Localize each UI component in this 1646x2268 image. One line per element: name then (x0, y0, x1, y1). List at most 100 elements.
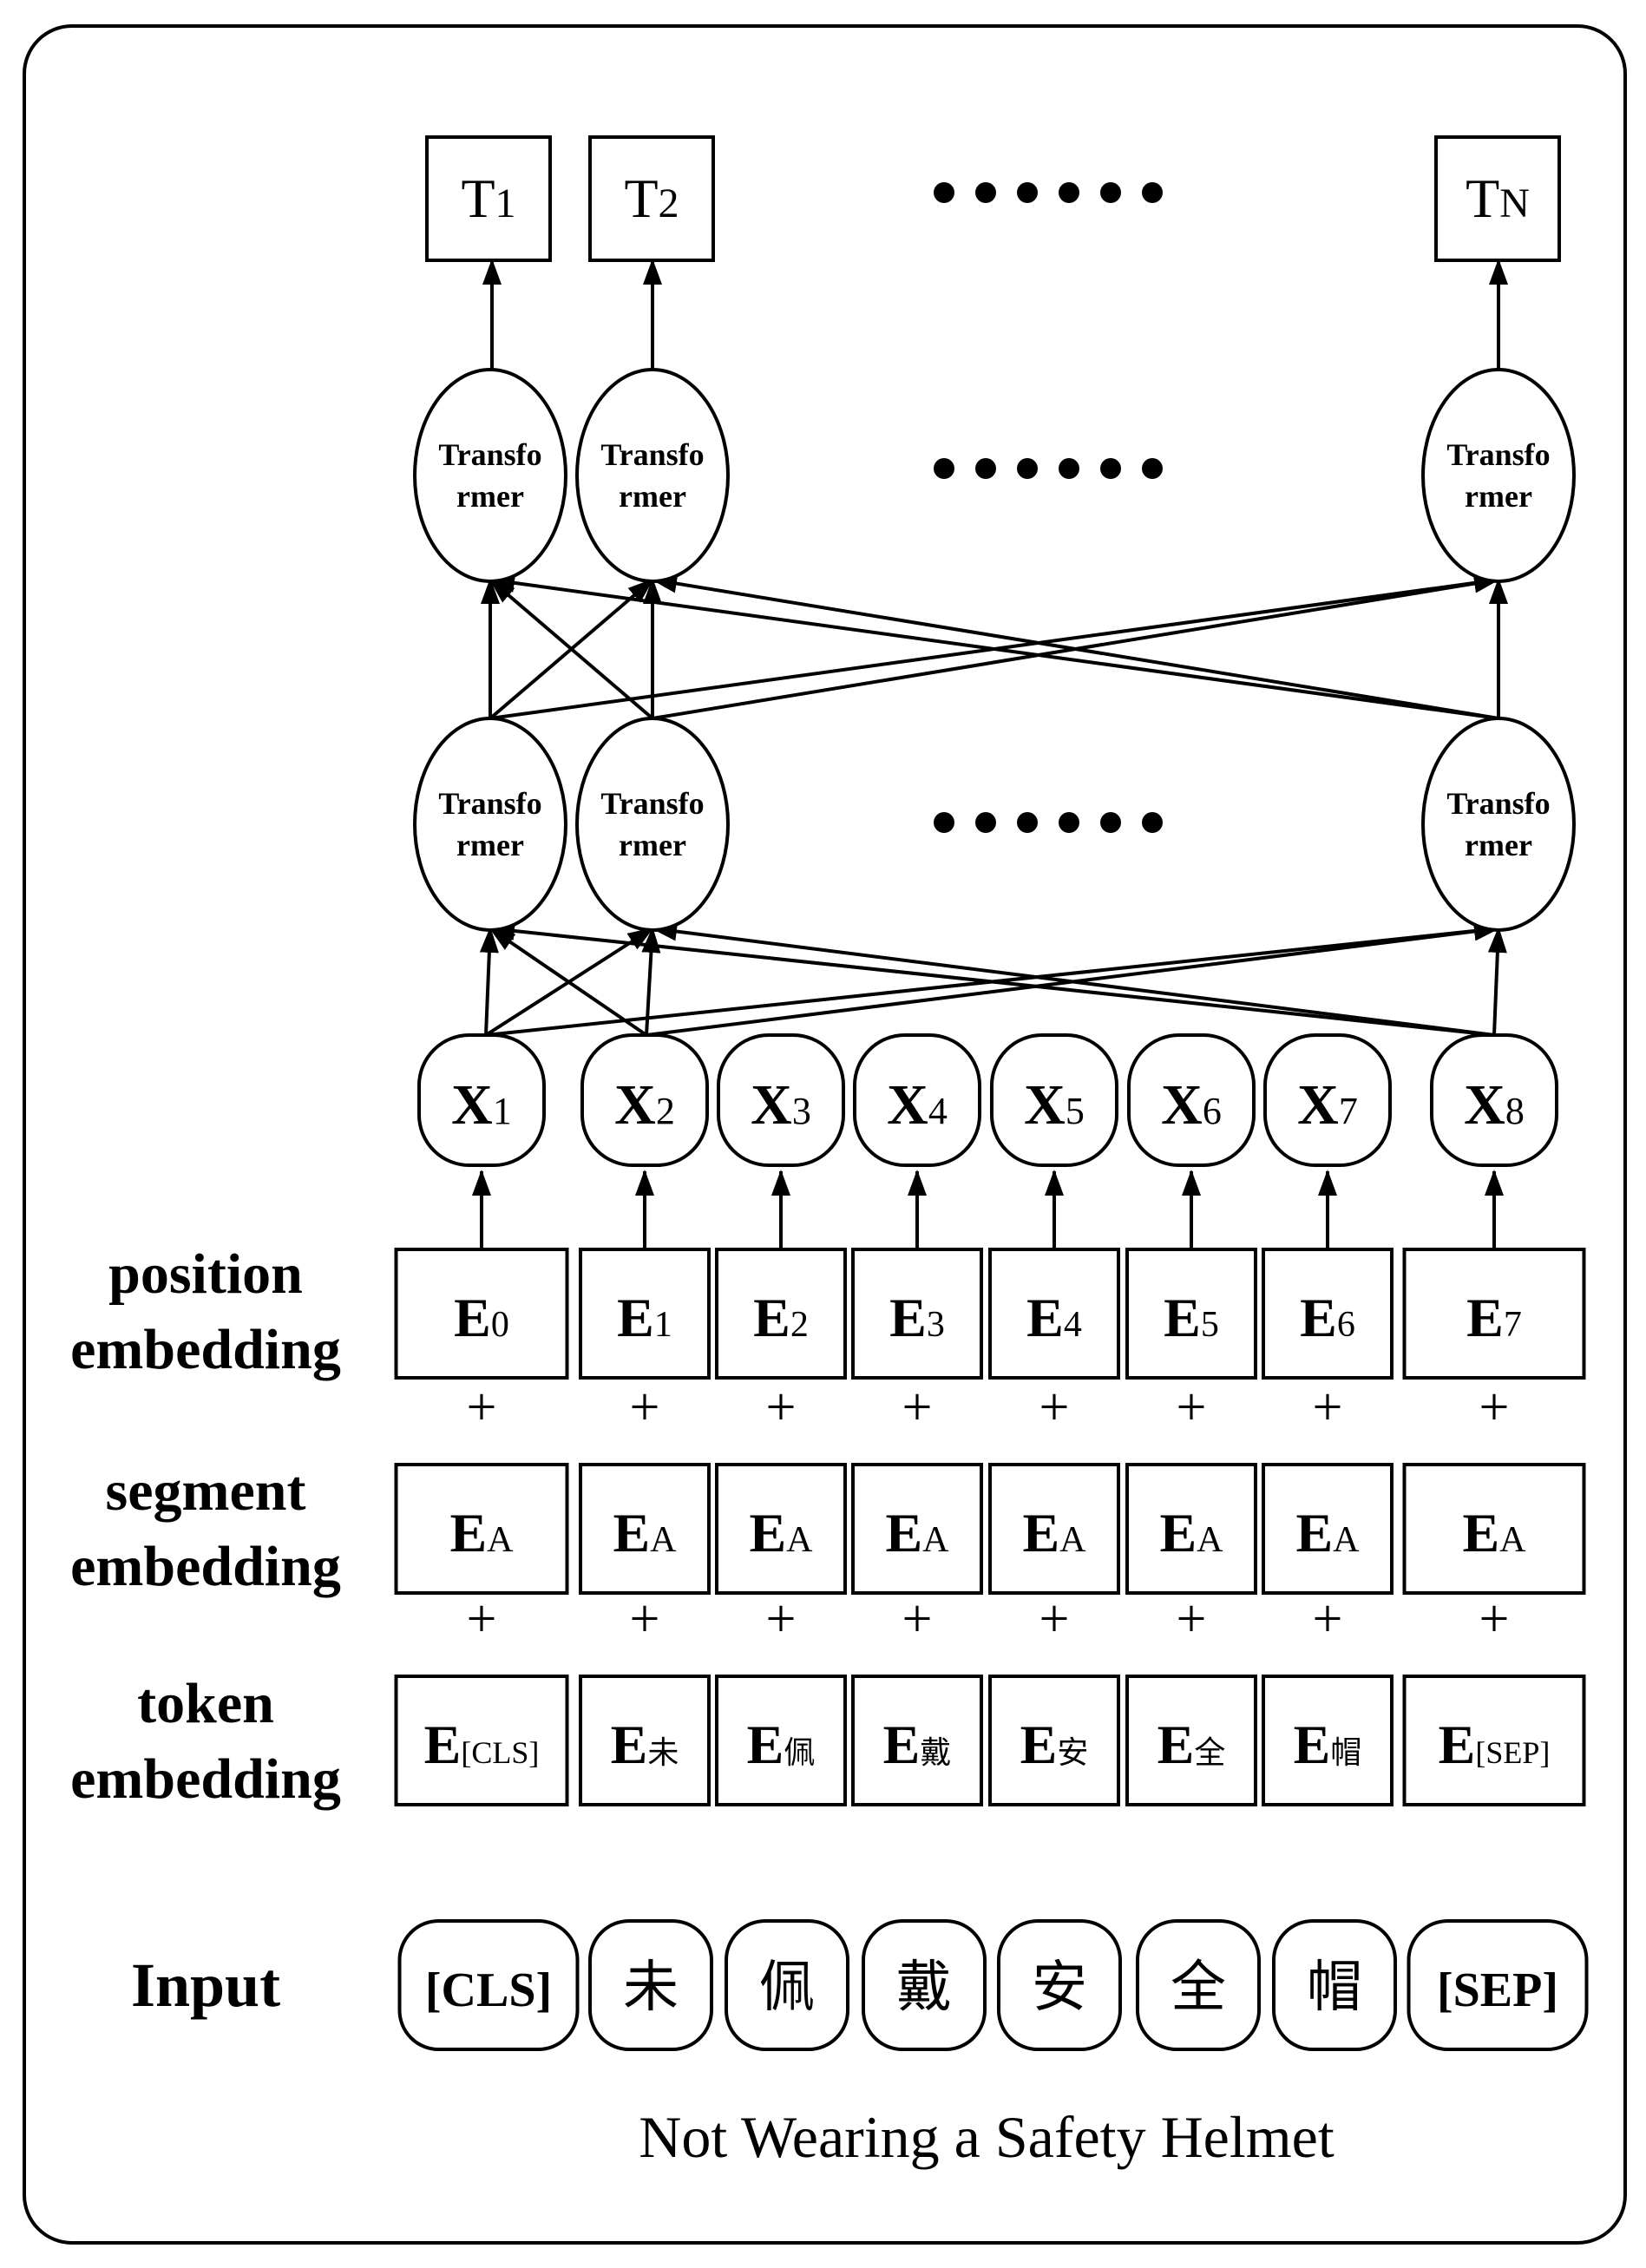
input-token-box (397, 1919, 580, 2051)
token-embedding-cell (1402, 1675, 1586, 1806)
position-embedding-cell-label-sub: 6 (1337, 1305, 1355, 1345)
position-embedding-cell-label-sub: 1 (654, 1305, 672, 1345)
position-embedding-cell-label: E1 (617, 1287, 672, 1348)
transformer-label-line1: Transfo (1446, 786, 1550, 821)
plus-sign: + (766, 1590, 797, 1649)
token-embedding-cell-label-sub: [SEP] (1475, 1735, 1550, 1770)
token-embedding-cell-label-sub: 佩 (784, 1735, 815, 1770)
position-embedding-cell-label-sub: 5 (1201, 1305, 1219, 1345)
position-embedding-cell (1125, 1248, 1257, 1380)
position-embedding-cell-label-sub: 2 (790, 1305, 809, 1345)
token-embedding-cell (988, 1675, 1120, 1806)
token-embedding-cell-label: E[SEP] (1439, 1714, 1551, 1775)
x-node-label-sub: 6 (1203, 1090, 1222, 1132)
token-embedding-cell-label-main: E (883, 1714, 921, 1775)
position-embedding-cell-label: E3 (889, 1287, 945, 1348)
x-node (717, 1033, 845, 1167)
token-embedding-cell-label-main: E (611, 1714, 648, 1775)
position-embedding-cell-label-main: E (1026, 1287, 1064, 1348)
token-embedding-cell-label-sub: 安 (1057, 1735, 1088, 1770)
token-embedding-cell-label: E全 (1157, 1714, 1226, 1775)
token-embedding-cell-label: E帽 (1294, 1714, 1362, 1775)
input-token-box (725, 1919, 849, 2051)
plus-sign: + (902, 1590, 933, 1649)
segment-embedding-cell-label-sub: A (1197, 1520, 1223, 1560)
segment-embedding-cell-label: EA (613, 1502, 677, 1563)
transformer-node (1421, 368, 1576, 583)
segment-embedding-cell-label-main: E (885, 1502, 922, 1563)
transformer-node (1421, 717, 1576, 932)
output-label-main: T (624, 167, 658, 229)
x-node-label: X3 (751, 1073, 811, 1137)
x-node (1127, 1033, 1256, 1167)
ellipsis-dot (1017, 458, 1038, 479)
output-label: T2 (624, 167, 679, 229)
token-embedding-cell-label: E安 (1020, 1714, 1089, 1775)
input-token-label: 安 (1032, 1957, 1087, 2018)
token-embedding-label-line2: embedding (70, 1747, 341, 1811)
x-node-label-main: X (1297, 1073, 1339, 1137)
plus-sign: + (1177, 1378, 1207, 1437)
ellipsis-dot (934, 182, 954, 203)
token-embedding-label-line1: token (137, 1672, 274, 1735)
input-token-label: 全 (1171, 1957, 1226, 2018)
ellipsis-dot (975, 458, 996, 479)
token-embedding-cell-label: E未 (611, 1714, 679, 1775)
x-node-label: X5 (1024, 1073, 1085, 1137)
transformer-node (413, 368, 567, 583)
segment-embedding-cell (579, 1463, 711, 1595)
position-embedding-cell-label: E0 (454, 1287, 509, 1348)
token-embedding-cell-label-main: E (1157, 1714, 1195, 1775)
arrow-x-to-transformer (651, 921, 1495, 1037)
segment-embedding-cell-label-main: E (1022, 1502, 1059, 1563)
transformer-label-line2: rmer (619, 828, 686, 862)
token-embedding-cell-label-sub: 帽 (1330, 1735, 1361, 1770)
input-token-box (997, 1919, 1122, 2051)
ellipsis-dot (1017, 812, 1038, 833)
segment-embedding-cell-label-main: E (1159, 1502, 1197, 1563)
position-embedding-cell-label-main: E (454, 1287, 491, 1348)
transformer-node (575, 368, 730, 583)
x-node-label-main: X (887, 1073, 928, 1137)
arrow-x-to-transformer (489, 927, 648, 1037)
token-embedding-cell-label: E戴 (883, 1714, 952, 1775)
token-embedding-cell-label-sub: 戴 (920, 1735, 951, 1770)
position-embedding-cell-label-main: E (1164, 1287, 1201, 1348)
segment-embedding-cell (1262, 1463, 1394, 1595)
x-node (417, 1033, 546, 1167)
transformer-label-line2: rmer (456, 479, 524, 514)
position-embedding-cell (579, 1248, 711, 1380)
transformer-label-line1: Transfo (1446, 437, 1550, 472)
plus-sign: + (1479, 1378, 1510, 1437)
input-token-box (1136, 1919, 1261, 2051)
position-embedding-cell-label: E7 (1466, 1287, 1522, 1348)
position-embedding-cell-label-sub: 7 (1504, 1305, 1522, 1345)
segment-embedding-cell-label: EA (1159, 1502, 1223, 1563)
segment-embedding-cell-label: EA (1022, 1502, 1086, 1563)
transformer-label-line2: rmer (1465, 479, 1532, 514)
token-embedding-cell-label: E佩 (747, 1714, 816, 1775)
segment-embedding-label-line2: embedding (70, 1535, 341, 1598)
x-node (580, 1033, 709, 1167)
token-embedding-cell-label: E[CLS] (424, 1714, 540, 1775)
position-embedding-cell-label-main: E (1300, 1287, 1337, 1348)
token-embedding-cell-label-main: E (1294, 1714, 1331, 1775)
x-node-label: X8 (1464, 1073, 1525, 1137)
x-node-label-main: X (1464, 1073, 1505, 1137)
token-embedding-cell (1125, 1675, 1257, 1806)
plus-sign: + (1039, 1590, 1070, 1649)
output-box (588, 135, 715, 262)
output-label-main: T (461, 167, 495, 229)
segment-embedding-cell-label-sub: A (650, 1520, 677, 1560)
segment-embedding-cell-label-sub: A (1059, 1520, 1086, 1560)
segment-embedding-label-line1: segment (106, 1459, 306, 1523)
ellipsis-dot (1100, 812, 1121, 833)
plus-sign: + (467, 1590, 497, 1649)
x-node-label: X2 (614, 1073, 675, 1137)
ellipsis-dot (1059, 182, 1079, 203)
token-embedding-cell (394, 1675, 569, 1806)
token-embedding-cell (579, 1675, 711, 1806)
position-embedding-cell-label-main: E (889, 1287, 927, 1348)
segment-embedding-cell-label-sub: A (786, 1520, 813, 1560)
position-embedding-cell-label: E5 (1164, 1287, 1219, 1348)
